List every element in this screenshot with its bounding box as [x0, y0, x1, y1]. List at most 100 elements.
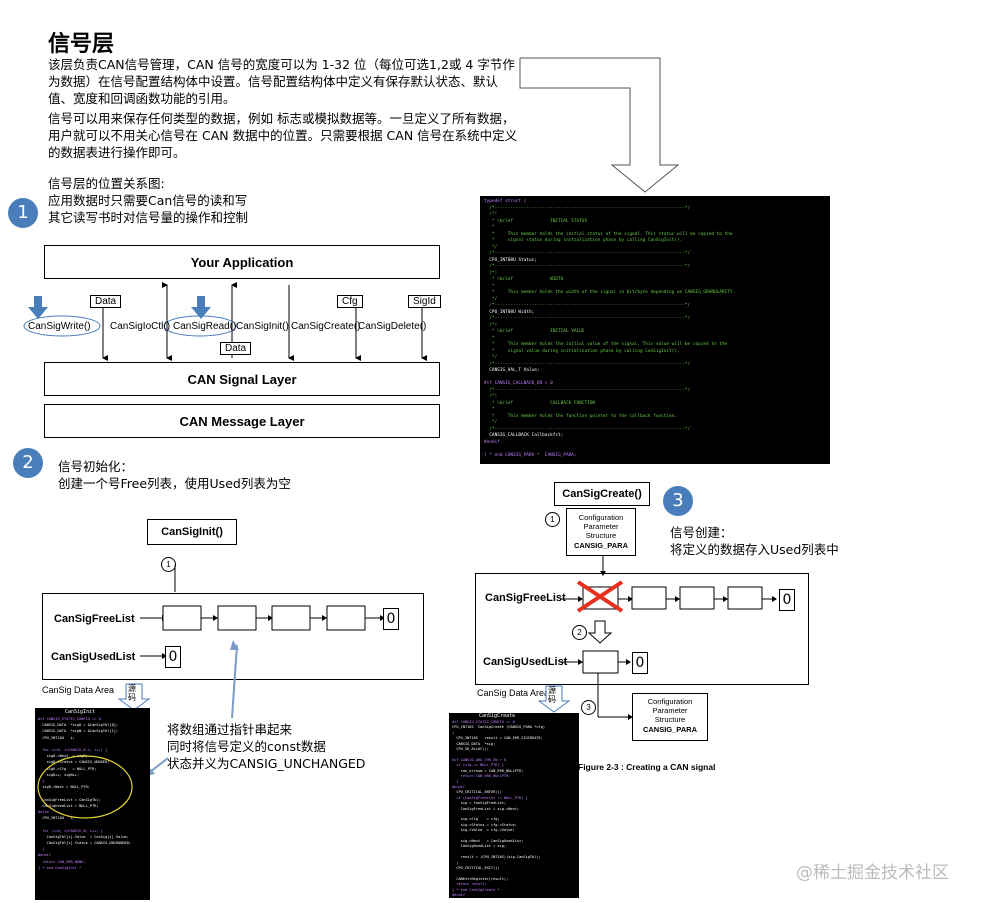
code-line: */ — [491, 296, 498, 302]
code-line: sig->Value = cfg->Value; — [460, 828, 515, 833]
code-line: * This member holds the width of the sig… — [491, 290, 736, 295]
code-line: * This member holds the initial value of… — [491, 342, 728, 347]
intro-paragraph-1: 该层负责CAN信号管理，CAN 信号的宽度可以为 1-32 位（每位可选1,2或… — [48, 57, 515, 106]
code-line: CANSIG_DATA *sig; — [456, 741, 496, 746]
code-line: } * end CanSigCreate * — [452, 887, 500, 892]
config-line-1: Configuration — [578, 513, 624, 522]
code-line: typedef struct { — [484, 199, 527, 204]
code-line: CPU_INT08U Width; — [489, 309, 535, 315]
code-line: /*--------------------------------------… — [489, 426, 691, 432]
code-line: CANSIG_CALLBACK Callbackfct; — [489, 433, 564, 438]
section1-line-2: 其它读写书时对信号量的操作和控制 — [48, 210, 249, 225]
code-line: CANSIG_DATA *sigD = &CanSigTbl[0]; — [42, 723, 119, 728]
source-arrow-label-3: 源码 — [548, 686, 556, 704]
used-list-end-zero-3: 0 — [632, 652, 648, 674]
free-list-chain-2 — [140, 565, 385, 659]
code-line: * — [491, 335, 495, 341]
code-line: sig->Next = CanSigUsedList; — [460, 838, 524, 843]
code-line: #if CANSIG_CALLBACK_EN > 0 — [484, 381, 553, 386]
data-tag-write: Data — [90, 295, 122, 308]
code-line: #endif — [452, 893, 465, 897]
code-line: * \brief INITIAL VALUE — [491, 329, 585, 334]
code-line: sig->Cfg = cfg; — [460, 817, 500, 822]
code-line: /*--------------------------------------… — [489, 316, 691, 321]
code-line: } — [42, 847, 45, 852]
code-line: for (i=0; i<CANSIG_N-1; i++) { — [42, 748, 108, 753]
code-line: } * end CANSIG_PARA * CANSIG_PARA; — [484, 452, 577, 458]
code-line: result = (CPU_INT16S)(sig-CanSigTbl); — [460, 855, 541, 860]
application-layer: Your Application — [44, 245, 440, 279]
section1-badge: 1 — [8, 198, 38, 228]
free-list-end-zero-3: 0 — [779, 589, 795, 611]
cansigcreate-box: CanSigCreate() — [554, 482, 650, 506]
free-list-label-2: CanSigFreeList — [54, 613, 135, 625]
can-signal-layer: CAN Signal Layer — [44, 362, 440, 396]
step-2-icon: 2 — [572, 625, 587, 640]
source-arrow-icon — [118, 683, 151, 711]
cfg-tag: Cfg — [337, 295, 363, 308]
can-message-layer: CAN Message Layer — [44, 404, 440, 438]
code-line: * \brief INITIAL STATUS — [491, 218, 588, 224]
source-arrow-icon — [538, 685, 571, 713]
code-line: /*--------------------------------------… — [489, 205, 691, 211]
step-3-icon: 3 — [581, 700, 596, 715]
func-cansigread: CanSigRead() — [173, 321, 237, 332]
code-line: * — [491, 407, 495, 412]
code-line: #else — [38, 810, 49, 815]
code-line: /*--------------------------------------… — [489, 251, 691, 256]
code-line: sigD->Status = CANSIG_UNUSED; — [46, 760, 110, 765]
code-line: if (cfg == NULL_PTR) { — [456, 763, 504, 768]
code-line: /*--------------------------------------… — [489, 264, 691, 269]
section2-line-2: 创建一个号Free列表，使用Used列表为空 — [58, 476, 291, 491]
code-line: CanSigTbl[i].Status = CANSIG_UNCHANGED; — [46, 841, 132, 846]
code-line: } * end CanSigInit * — [38, 865, 82, 870]
code-line: CPU_INT08U Status; — [489, 257, 537, 263]
config-struct-box-2: Configuration Parameter Structure CANSIG… — [632, 693, 708, 741]
section1-line-1: 应用数据时只需要Can信号的读和写 — [48, 193, 248, 208]
sigid-tag: SigId — [408, 295, 441, 308]
code-line: CANSIG_VAL_T Value; — [489, 368, 540, 373]
highlight-ellipse — [37, 755, 133, 819]
down-arrow-icon — [519, 57, 680, 193]
section3-badge: 3 — [663, 486, 693, 516]
code-line: CPU_INT16U i; — [42, 735, 75, 740]
code-line: */ — [491, 244, 498, 250]
diagram3-lists — [560, 556, 777, 720]
code-line: CPU_INT16S CanSigCreate (CANSIG_PARA *cf… — [452, 725, 546, 730]
code-line: CPU_CRITICAL_EXIT(); — [456, 865, 500, 870]
code-line: #if CANSIG_STATIC_CONFIG == 0 — [38, 717, 101, 721]
code-line: * This member holds the function pointer… — [491, 413, 677, 419]
code-line: CPU_CRITICAL_ENTER(); — [456, 790, 502, 795]
section1-caption: 信号层的位置关系图: — [48, 176, 165, 191]
code-line: /*! — [489, 212, 498, 217]
code-line: /*--------------------------------------… — [489, 387, 691, 393]
code-line: CanSigTbl[i].Value = CanSig[i].Value; — [46, 834, 129, 839]
code-create-header: CanSigCreate — [479, 713, 516, 719]
code-line: return result; — [456, 882, 487, 887]
code-line: /*! — [489, 322, 498, 328]
code-line: */ — [491, 355, 498, 360]
code-line: /*! — [489, 270, 498, 276]
code-line: CPU_SR_ALLOC(); — [456, 747, 489, 752]
note-pointer — [145, 640, 239, 776]
config-line-2: Parameter — [583, 522, 619, 531]
used-list-label-2: CanSigUsedList — [51, 651, 136, 663]
data-tag-read: Data — [220, 342, 252, 355]
page-title: 信号层 — [48, 32, 115, 57]
code-line: for (i=0; i<CANSIG_N; i++) { — [42, 828, 103, 833]
code-line: * — [491, 283, 495, 289]
code-line: return CAN_ERR_NULLPTR; — [460, 774, 511, 779]
source-arrow-label-2: 源码 — [128, 684, 136, 702]
code-line: * This member holds the initial status o… — [491, 231, 733, 237]
code-line: CANEvtrRegister(result); — [456, 876, 509, 881]
used-list-end-zero: 0 — [165, 646, 181, 668]
step-1-icon: 1 — [545, 512, 560, 527]
section2-badge: 2 — [13, 448, 43, 478]
code-line: sig->Status = cfg->Status; — [460, 822, 517, 827]
code-line: return CAN_ERR_NONE; — [42, 859, 86, 864]
code-line: * — [491, 225, 495, 230]
code-line: sigD++; sigN++; — [46, 772, 80, 777]
code-line: CanSigUsedList = NULL_PTR; — [42, 803, 99, 808]
watermark: @稀土掘金技术社区 — [796, 863, 949, 883]
code-line: can_errnum = CAN_ERR_NULLPTR; — [460, 768, 524, 773]
